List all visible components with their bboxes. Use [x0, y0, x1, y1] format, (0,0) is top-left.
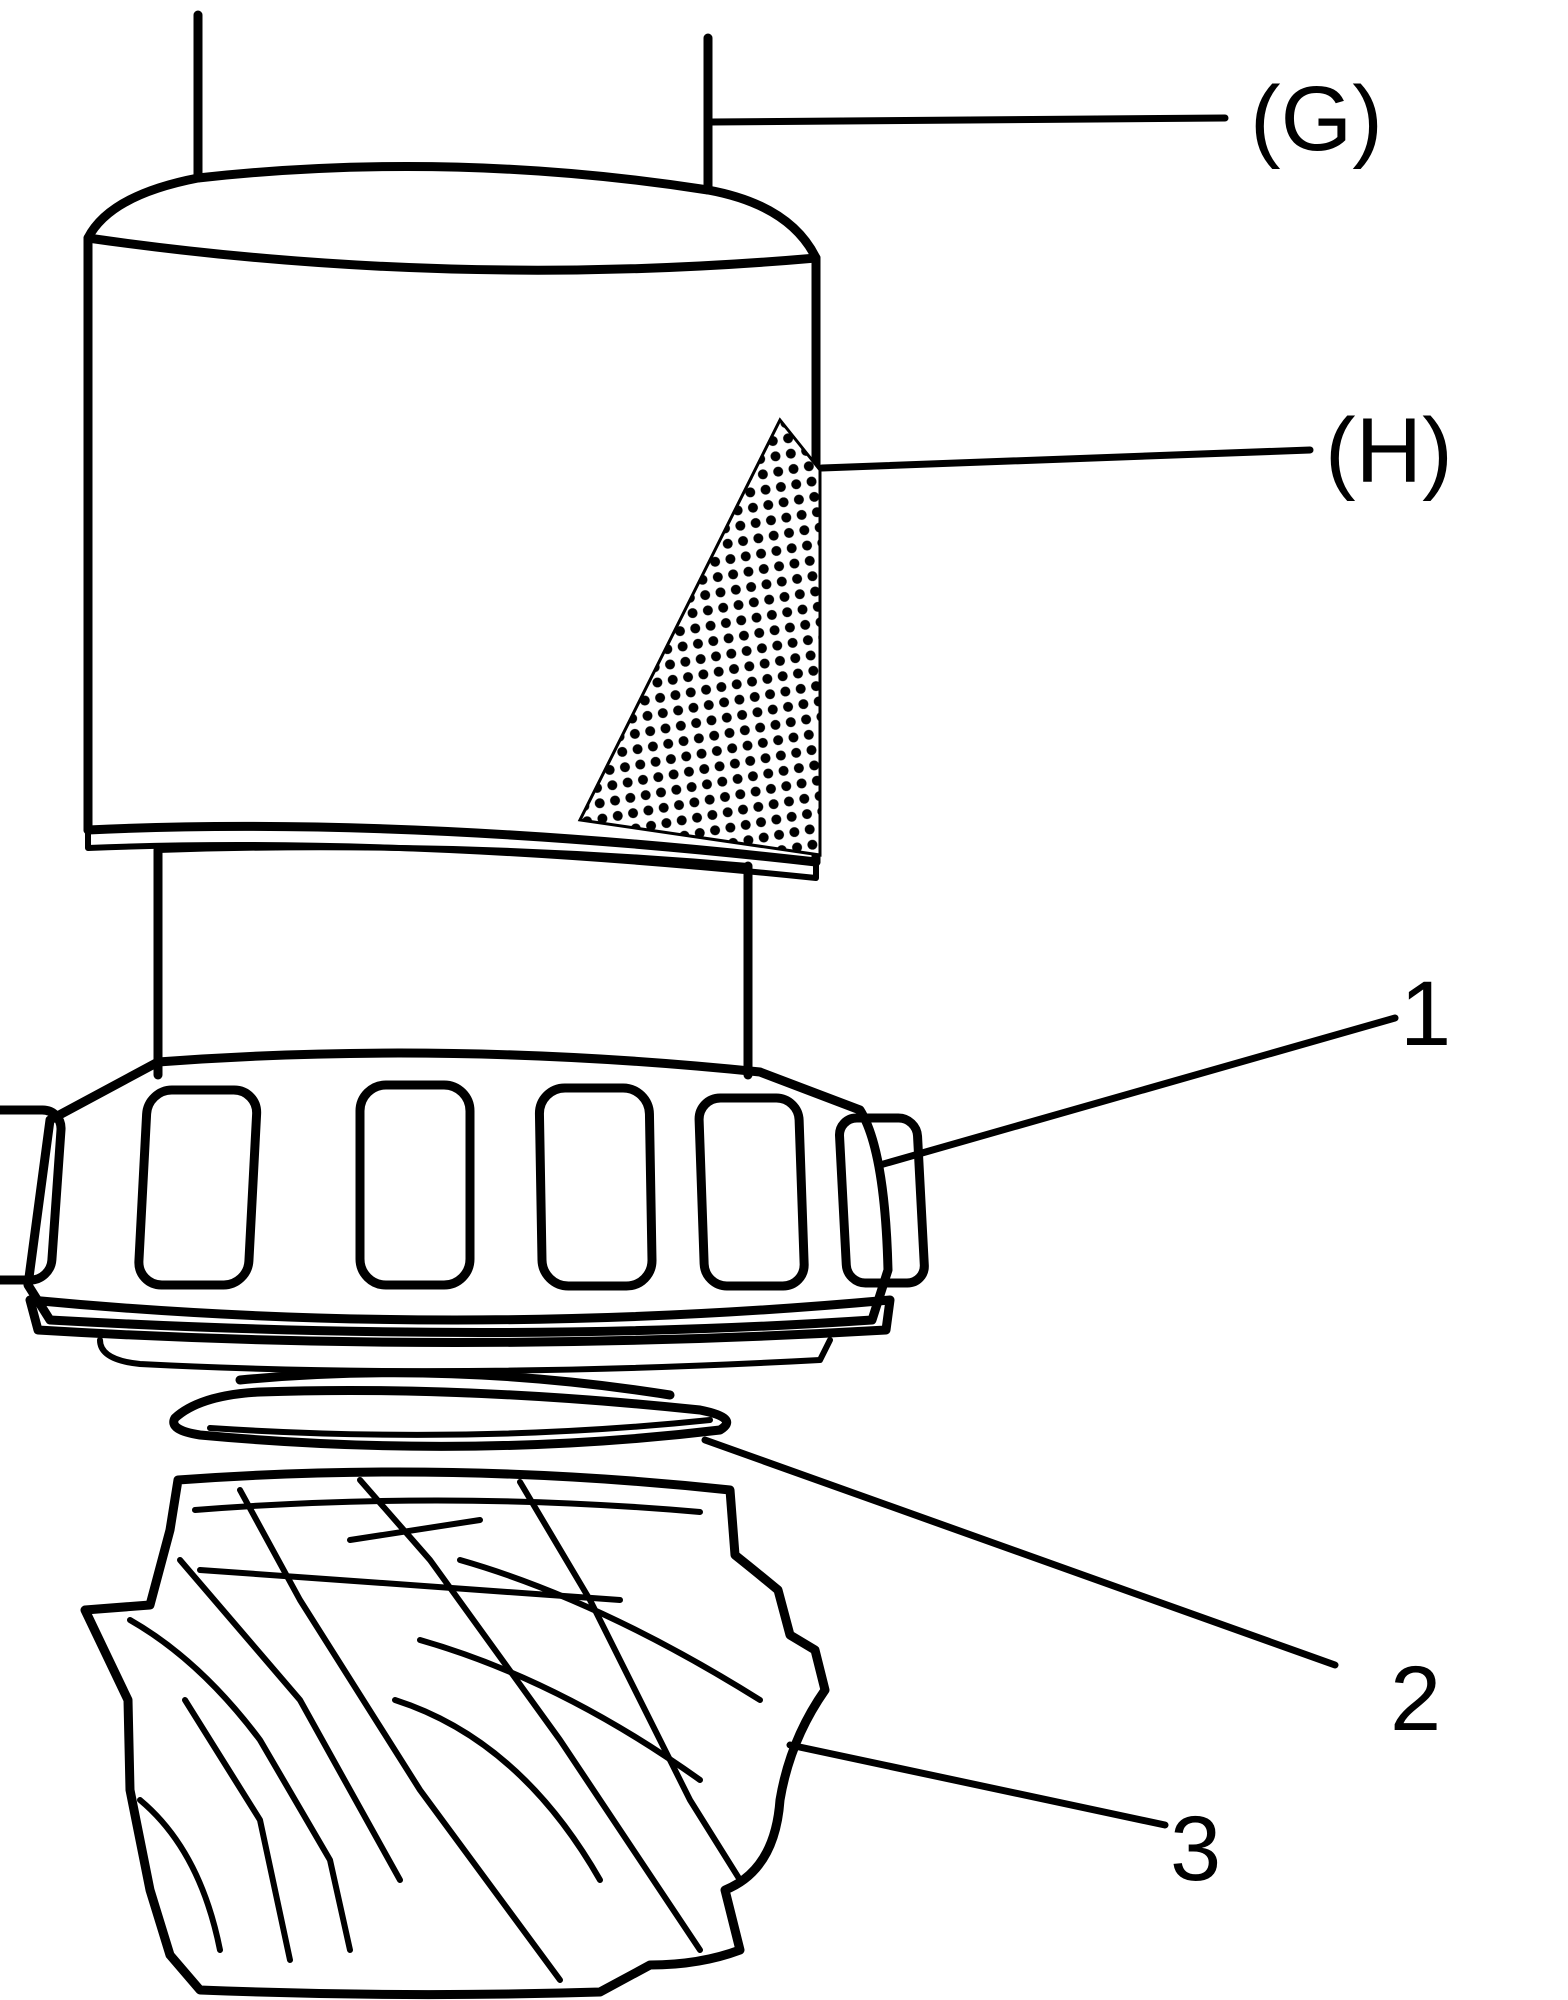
leader-3: [786, 1741, 1169, 1829]
label-H: (H): [1325, 400, 1453, 502]
leader-G: [708, 114, 1229, 126]
leader-2: [701, 1436, 1339, 1669]
installer-body: [83, 161, 822, 881]
knurled-grip: [577, 417, 822, 857]
tapered-roller-bearing: [0, 1048, 929, 1375]
leader-lines: [701, 114, 1399, 1829]
bearing-rollers: [0, 1080, 929, 1291]
label-3: 3: [1170, 1798, 1221, 1900]
label-G: (G): [1250, 68, 1383, 170]
shim-ring: [169, 1368, 732, 1451]
installer-neck: [153, 844, 753, 1080]
leader-1: [876, 1014, 1399, 1169]
tool-shaft: [193, 10, 713, 195]
leader-H: [818, 446, 1314, 472]
label-2: 2: [1390, 1648, 1441, 1750]
pinion-gear: [80, 1467, 830, 2000]
label-1: 1: [1400, 963, 1451, 1065]
